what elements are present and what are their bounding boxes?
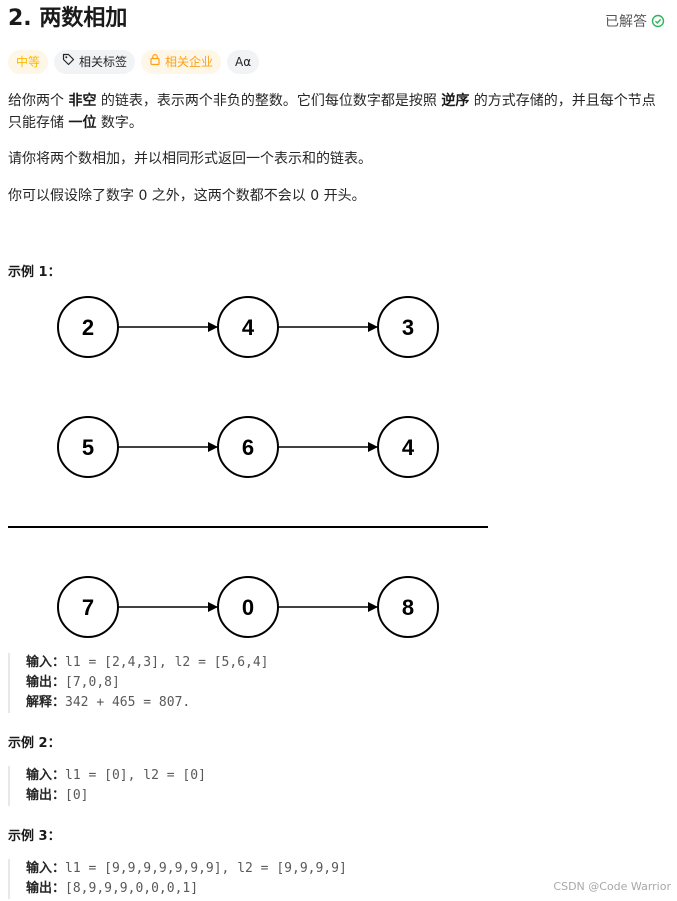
output-value: [7,0,8] bbox=[65, 675, 120, 690]
example-1-input-line: 输入：l1 = [2,4,3], l2 = [5,6,4] bbox=[26, 653, 269, 673]
example-3-output-line: 输出：[8,9,9,9,0,0,0,1] bbox=[26, 879, 347, 899]
description-paragraph-1: 给你两个 非空 的链表，表示两个非负的整数。它们每位数字都是按照 逆序 的方式存… bbox=[8, 90, 668, 134]
example-2-output-line: 输出：[0] bbox=[26, 786, 206, 806]
desc-bold: 一位 bbox=[68, 115, 97, 131]
output-label: 输出： bbox=[26, 788, 66, 803]
list-node-value: 4 bbox=[242, 315, 255, 340]
list-node-circle bbox=[217, 296, 279, 358]
solved-label: 已解答 bbox=[605, 14, 647, 30]
font-toggle-button[interactable]: Aα bbox=[227, 50, 260, 74]
example-3-input-line: 输入：l1 = [9,9,9,9,9,9,9], l2 = [9,9,9,9] bbox=[26, 859, 347, 879]
check-circle-icon bbox=[651, 14, 665, 28]
output-value: [8,9,9,9,0,0,0,1] bbox=[65, 881, 199, 896]
list-node-circle bbox=[217, 576, 279, 638]
output-label: 输出： bbox=[26, 675, 66, 690]
list-node-circle bbox=[217, 416, 279, 478]
explain-label: 解释： bbox=[26, 695, 66, 710]
title-row: 2. 两数相加 已解答 bbox=[8, 3, 665, 37]
desc-bold: 非空 bbox=[68, 93, 97, 109]
list-node-circle bbox=[57, 576, 119, 638]
example-1-output-line: 输出：[7,0,8] bbox=[26, 673, 269, 693]
input-value: l1 = [9,9,9,9,9,9,9], l2 = [9,9,9,9] bbox=[65, 861, 347, 876]
list-node-value: 5 bbox=[82, 435, 94, 460]
example-3-block: 输入：l1 = [9,9,9,9,9,9,9], l2 = [9,9,9,9] … bbox=[8, 859, 347, 899]
difficulty-badge: 中等 bbox=[8, 50, 49, 74]
desc-text: 给你两个 bbox=[8, 93, 69, 109]
linked-list-diagram: 2 4 3 5 6 4 7 0 8 bbox=[8, 296, 488, 638]
output-label: 输出： bbox=[26, 881, 66, 896]
difficulty-label: 中等 bbox=[16, 55, 41, 69]
desc-text: 数字。 bbox=[96, 115, 143, 131]
list-node-value: 4 bbox=[402, 435, 415, 460]
list-node-value: 0 bbox=[242, 595, 254, 620]
problem-title: 2. 两数相加 bbox=[8, 6, 128, 31]
example-2-block: 输入：l1 = [0], l2 = [0] 输出：[0] bbox=[8, 766, 206, 806]
tag-bar: 中等 相关标签 相关企业 Aα bbox=[8, 50, 260, 74]
list-node-circle bbox=[57, 296, 119, 358]
lock-icon bbox=[149, 50, 161, 74]
list-node-circle bbox=[377, 576, 439, 638]
list-node-circle bbox=[377, 296, 439, 358]
font-toggle-label: Aα bbox=[235, 55, 252, 69]
desc-text: 的链表，表示两个非负的整数。它们每位数字都是按照 bbox=[96, 93, 442, 109]
list-node-value: 3 bbox=[402, 315, 414, 340]
output-value: [0] bbox=[65, 788, 89, 803]
description-paragraph-2: 请你将两个数相加，并以相同形式返回一个表示和的链表。 bbox=[8, 151, 372, 167]
list-node-value: 7 bbox=[82, 595, 94, 620]
tag-icon bbox=[62, 50, 75, 74]
example-1-block: 输入：l1 = [2,4,3], l2 = [5,6,4] 输出：[7,0,8]… bbox=[8, 653, 269, 713]
related-companies-label: 相关企业 bbox=[165, 55, 214, 69]
example-1-title: 示例 1： bbox=[8, 265, 61, 280]
list-node-value: 6 bbox=[242, 435, 254, 460]
related-tags-label: 相关标签 bbox=[79, 55, 128, 69]
input-value: l1 = [0], l2 = [0] bbox=[65, 768, 206, 783]
explain-value: 342 + 465 = 807. bbox=[65, 695, 191, 710]
description-paragraph-3: 你可以假设除了数字 0 之外，这两个数都不会以 0 开头。 bbox=[8, 188, 366, 204]
input-label: 输入： bbox=[26, 861, 66, 876]
input-value: l1 = [2,4,3], l2 = [5,6,4] bbox=[65, 655, 269, 670]
list-node-value: 2 bbox=[82, 315, 94, 340]
example-2-input-line: 输入：l1 = [0], l2 = [0] bbox=[26, 766, 206, 786]
desc-bold: 逆序 bbox=[441, 93, 470, 109]
list-node-circle bbox=[57, 416, 119, 478]
example-3-title: 示例 3： bbox=[8, 829, 61, 844]
watermark: CSDN @Code Warrior bbox=[553, 880, 671, 893]
list-node-circle bbox=[377, 416, 439, 478]
related-companies-button[interactable]: 相关企业 bbox=[141, 50, 222, 74]
input-label: 输入： bbox=[26, 768, 66, 783]
list-node-value: 8 bbox=[402, 595, 414, 620]
desc-text: 的方式存储的，并且每个节点只能存储 bbox=[8, 93, 656, 131]
example-2-title: 示例 2： bbox=[8, 736, 61, 751]
solved-status: 已解答 bbox=[605, 11, 665, 31]
input-label: 输入： bbox=[26, 655, 66, 670]
example-1-explain-line: 解释：342 + 465 = 807. bbox=[26, 693, 269, 713]
related-tags-button[interactable]: 相关标签 bbox=[54, 50, 136, 74]
